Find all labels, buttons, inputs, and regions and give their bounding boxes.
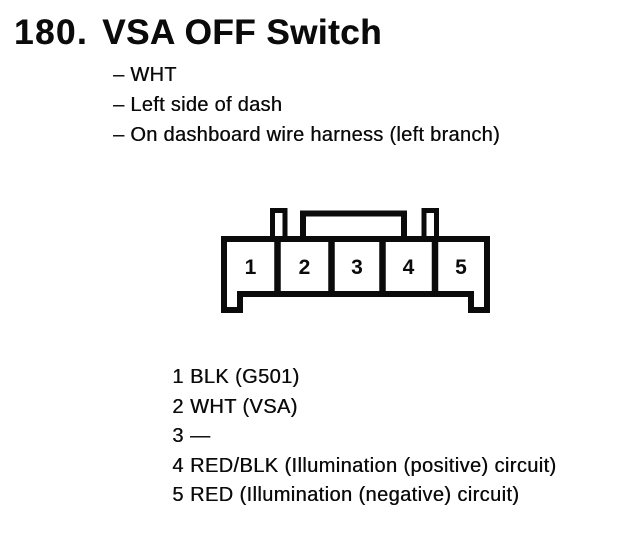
pin-number: 5 [172,484,184,506]
page-title-text: VSA OFF Switch [102,13,383,52]
pin-wire-desc: WHT (VSA) [190,395,298,418]
pin-wire-desc: RED/BLK (Illumination (positive) circuit… [190,454,557,477]
pin-wire-desc: — [190,425,211,447]
pin-row: 4 RED/BLK (Illumination (positive) circu… [171,452,557,482]
detail-item-location: – Left side of dash [113,94,283,116]
pin-row: 5 RED (Illumination (negative) circuit) [171,481,557,511]
pin-row: 3 — [171,422,557,452]
connector-diagram: 1 2 3 4 5 [200,200,500,325]
pin-number: 2 [172,395,184,418]
page-title: 180. VSA OFF Switch [14,13,382,53]
cavity-number-2: 2 [299,256,311,279]
pin-number: 4 [172,454,184,477]
pin-wire-desc: RED (Illumination (negative) circuit) [190,484,520,506]
detail-item-color: – WHT [113,64,177,86]
cavity-number-1: 1 [245,256,257,279]
connector-housing [221,236,490,313]
detail-list: – WHT – Left side of dash – On dashboard… [113,60,500,150]
detail-item-harness: – On dashboard wire harness (left branch… [113,124,500,146]
connector-diagram-svg: 1 2 3 4 5 [221,208,490,313]
cavity-number-3: 3 [351,256,363,279]
pin-row: 1 BLK (G501) [171,363,557,393]
pin-table: 1 BLK (G501) 2 WHT (VSA) 3 — 4 RED/BLK (… [171,363,557,511]
pin-row: 2 WHT (VSA) [171,393,557,423]
pin-number: 3 [172,425,184,447]
pin-wire-desc: BLK (G501) [190,366,300,388]
cavity-number-5: 5 [455,256,467,279]
page-title-number: 180. [14,13,89,52]
cavity-number-4: 4 [403,256,415,279]
pin-number: 1 [172,366,184,388]
